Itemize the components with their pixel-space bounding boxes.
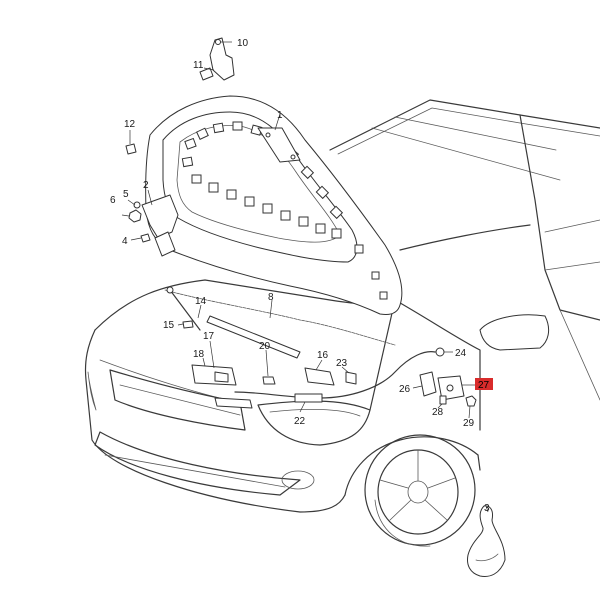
trim-strip: [206, 315, 301, 359]
fog-light: [281, 470, 315, 490]
rim-spokes: [379, 449, 456, 521]
callout-11: 11: [193, 60, 204, 71]
seal-8: [164, 289, 396, 346]
support-rod-14: [169, 289, 201, 331]
headlight-inner: [269, 408, 361, 417]
callout-18: 18: [193, 349, 205, 360]
pin-20: [262, 376, 276, 385]
callout-17: 17: [203, 331, 215, 342]
nut-29: [465, 395, 477, 407]
left-side-marker: [87, 371, 97, 411]
washer-5: [133, 201, 141, 209]
windshield-lower-line: [371, 127, 561, 181]
headlight: [257, 400, 371, 446]
door-line: [544, 261, 600, 271]
buffer-12: [125, 143, 137, 155]
callout-29: 29: [463, 418, 475, 429]
grommet-24: [435, 347, 445, 357]
callout-16: 16: [317, 350, 329, 361]
lower-intake: [94, 431, 301, 496]
callout-20: 20: [259, 341, 271, 352]
grille-bar: [119, 384, 241, 416]
callout-27-highlight: [475, 378, 493, 390]
bumper-outline: [84, 329, 346, 513]
windshield-wiper-line: [394, 116, 557, 151]
lower-intake-bar: [104, 454, 286, 488]
clip-15: [182, 320, 194, 329]
grille-opening: [109, 369, 246, 431]
leader-lines: [121, 41, 489, 513]
side-mirror: [479, 314, 550, 351]
car-body: [84, 99, 600, 547]
cable-sleeve: [294, 393, 323, 403]
a-pillar: [519, 114, 600, 321]
callout-3: 3: [484, 503, 490, 514]
hood-panel: [145, 95, 403, 315]
windshield-top-edge: [329, 99, 600, 151]
clip-23: [345, 371, 357, 385]
callout-labels: 10 11 12 1 2 5 6 4 8 14 15 17 18 20 16 2…: [110, 38, 493, 514]
wheel-arch: [344, 436, 479, 496]
cover-26: [419, 371, 437, 397]
bolt-28: [439, 395, 447, 405]
callout-15: 15: [163, 320, 175, 331]
bolt-11: [199, 67, 214, 81]
callout-2: 2: [143, 180, 149, 191]
callout-27: 27: [478, 380, 490, 391]
callout-1: 1: [277, 110, 283, 121]
windshield-inner-edge: [337, 107, 600, 155]
door-edge: [559, 309, 600, 401]
hinge-2: [141, 194, 179, 239]
callout-5: 5: [123, 189, 129, 200]
fender-top: [394, 299, 481, 431]
callout-22: 22: [294, 416, 306, 427]
arch-rear: [477, 454, 481, 471]
small-parts: [125, 37, 506, 577]
tire-shadow: [374, 499, 431, 547]
callout-14: 14: [195, 296, 207, 307]
hinge-2-lower: [154, 231, 176, 257]
bolt-4: [140, 233, 151, 243]
bracket-10: [209, 37, 235, 81]
release-16: [304, 367, 335, 386]
callout-28: 28: [432, 407, 444, 418]
cable-22: [234, 351, 436, 399]
callout-10: 10: [237, 38, 249, 49]
callout-12: 12: [124, 119, 136, 130]
callout-6: 6: [110, 195, 116, 206]
callout-8: 8: [268, 292, 274, 303]
latch-badge: [214, 397, 253, 409]
tire: [364, 434, 476, 546]
cowl-line: [399, 224, 531, 251]
callout-4: 4: [122, 236, 128, 247]
body-side-line: [544, 219, 600, 233]
fender-front-edge: [369, 299, 396, 411]
callout-23: 23: [336, 358, 348, 369]
callout-24: 24: [455, 348, 467, 359]
nut-6: [128, 209, 142, 223]
grease-bag-3: [467, 505, 506, 577]
callout-26: 26: [399, 384, 411, 395]
